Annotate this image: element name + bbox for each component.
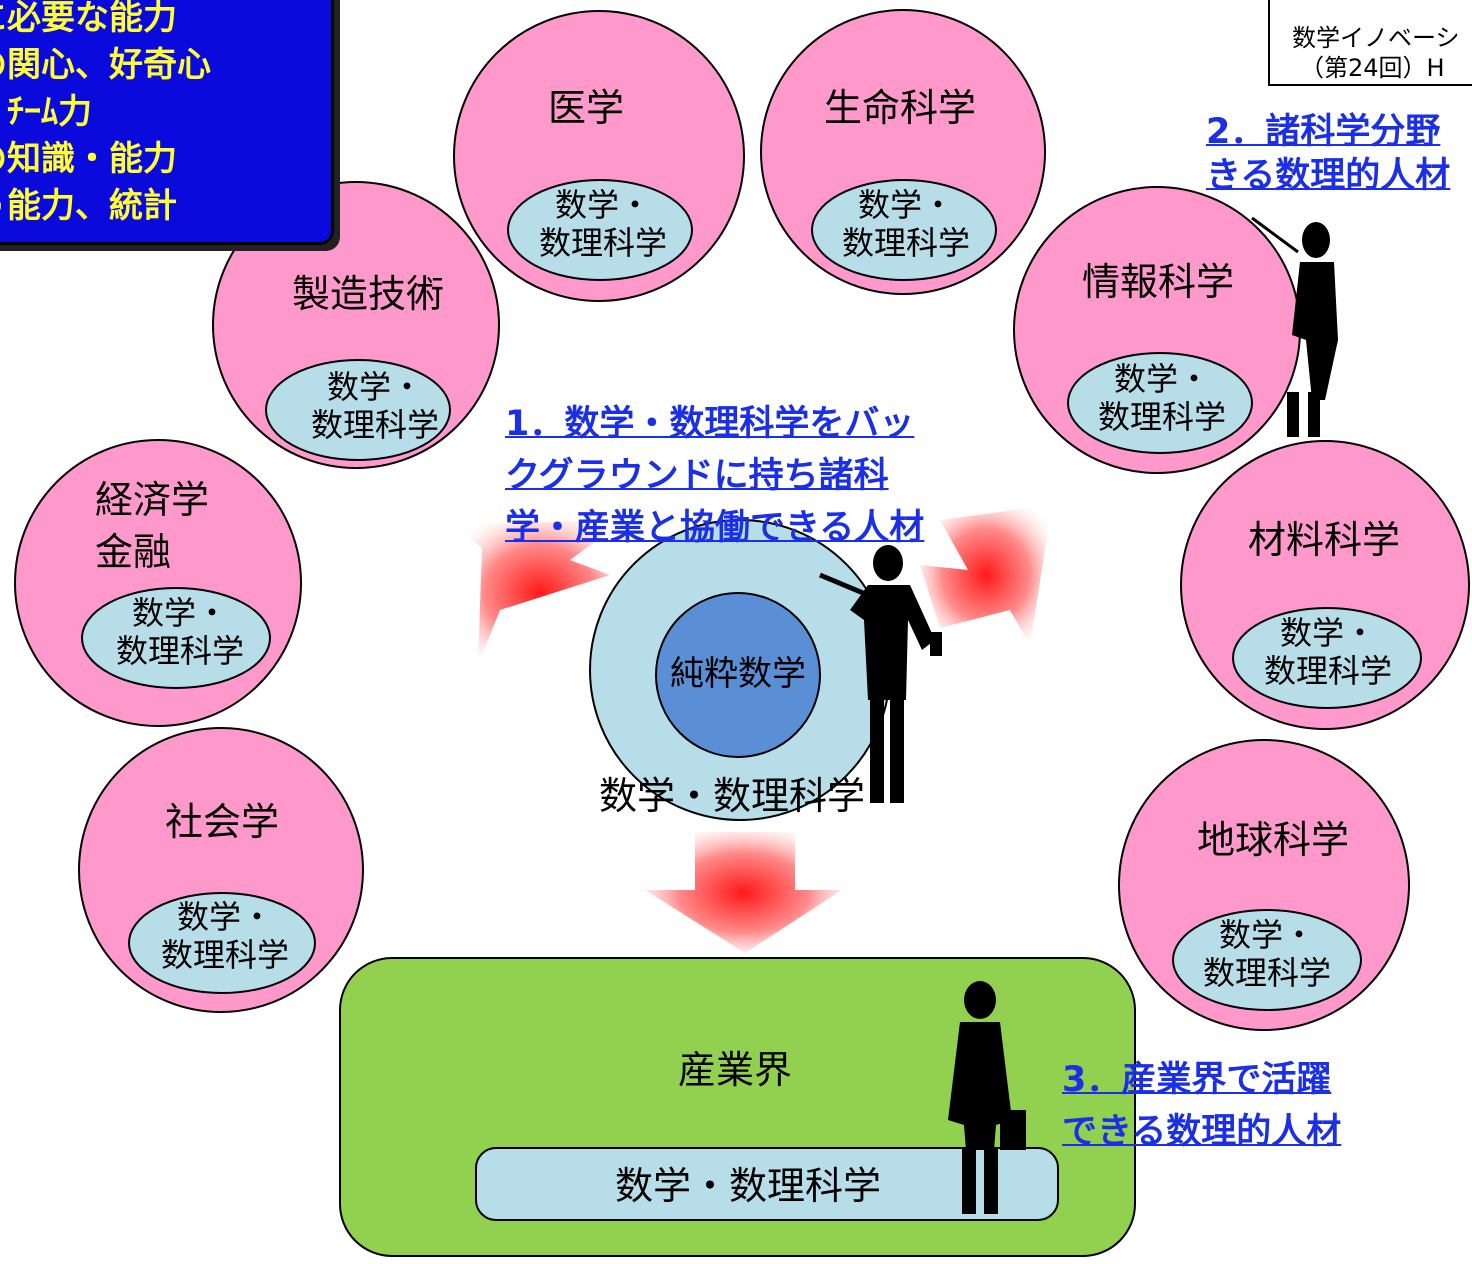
skills-line: に必要な能力: [0, 0, 177, 38]
pure-math-circle: [655, 592, 821, 758]
industry-math-bar: [475, 1147, 1059, 1221]
field-circle-life-science: [760, 9, 1046, 295]
source-note-box: 数学イノベーシ （第24回）H: [1268, 0, 1472, 86]
note-line-2: （第24回）H: [1300, 54, 1445, 82]
link-item-1-line[interactable]: 学・産業と協働できる人材: [505, 508, 925, 548]
skills-line: の関心、好奇心: [0, 45, 211, 85]
inner-math-label: 数学・数理科学: [1263, 614, 1393, 691]
inner-math-label: 数学・数理科学: [115, 594, 245, 671]
skills-line: の知識・能力: [0, 139, 177, 179]
field-circle-manufacturing: [212, 181, 500, 469]
field-info-science-label: 情報科学: [1081, 260, 1235, 304]
inner-math-label: 数学・数理科学: [538, 186, 668, 263]
inner-math-label: 数学・数理科学: [1097, 360, 1227, 437]
field-economics-label: 経済学: [95, 478, 210, 522]
inner-math-label: 数学・数理科学: [160, 898, 290, 975]
field-materials-science-label: 材料科学: [1247, 518, 1401, 562]
link-item-1-line[interactable]: クグラウンドに持ち諸科: [505, 456, 889, 496]
field-circle-materials-science: [1180, 440, 1470, 730]
field-earth-science-label: 地球科学: [1196, 818, 1350, 862]
field-circle-earth-science: [1118, 739, 1410, 1031]
field-medicine-label: 医学: [547, 86, 625, 130]
field-circle-sociology: [78, 727, 364, 1013]
link-item-3-line[interactable]: 3．産業界で活躍: [1062, 1060, 1332, 1100]
field-life-science-label: 生命科学: [823, 86, 977, 130]
industry-title: 産業界: [677, 1048, 793, 1092]
pure-math-label: 純粋数学: [670, 654, 806, 694]
link-item-3-line[interactable]: できる数理的人材: [1062, 1112, 1342, 1152]
industry-math-label: 数学・数理科学: [614, 1164, 882, 1208]
skills-line: う能力、統計: [0, 186, 177, 226]
math-center-label: 数学・数理科学: [598, 774, 866, 818]
field-circle-medicine: [453, 10, 745, 302]
field-sociology-label: 社会学: [164, 800, 280, 844]
skills-line: 、ﾁｰﾑ力: [0, 92, 92, 132]
link-item-1-line[interactable]: 1．数学・数理科学をバッ: [505, 404, 915, 444]
required-skills-box: に必要な能力 の関心、好奇心 、ﾁｰﾑ力 の知識・能力 う能力、統計: [0, 0, 334, 245]
field-circle-info-science: [1013, 186, 1301, 474]
field-finance-label: 金融: [95, 530, 172, 574]
arrow-down: [645, 832, 842, 953]
arrow-up-right: [920, 505, 1052, 645]
silhouette-businessman-icon: [948, 981, 1026, 1214]
link-item-2-line[interactable]: きる数理的人材: [1206, 156, 1451, 196]
field-circle-economics: [14, 439, 302, 727]
link-item-2-line[interactable]: 2．諸科学分野: [1206, 112, 1441, 152]
silhouette-woman-icon: [1251, 216, 1338, 437]
inner-math-label: 数学・数理科学: [841, 186, 971, 263]
note-line-1: 数学イノベーシ: [1292, 24, 1460, 52]
silhouette-presenter-icon: [819, 545, 942, 803]
inner-math-label: 数学・数理科学: [1202, 916, 1332, 993]
arrow-up-left: [455, 520, 625, 665]
field-manufacturing-label: 製造技術: [291, 272, 445, 316]
inner-math-label: 数学・数理科学: [310, 368, 440, 445]
